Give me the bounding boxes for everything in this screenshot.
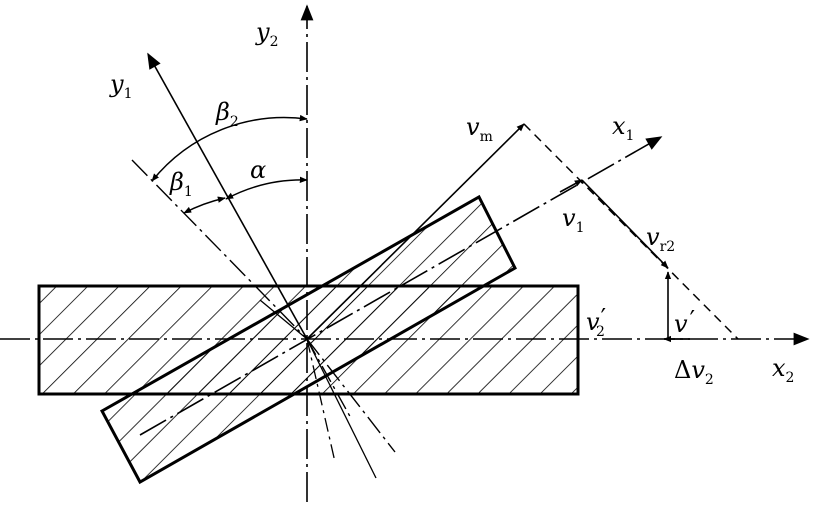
label-beta1: β1 <box>169 168 193 200</box>
alpha-arc <box>225 176 308 200</box>
label-v1: v1 <box>562 204 584 236</box>
vm-vector <box>306 123 525 340</box>
label-vr2: vr2 <box>646 223 675 255</box>
construction-line <box>306 338 377 479</box>
label-vm: vm <box>466 113 493 145</box>
label-beta2: β2 <box>215 98 239 130</box>
beta1-reference-extension <box>306 338 396 453</box>
label-y2: y2 <box>255 18 278 50</box>
label-x2: x2 <box>772 354 794 386</box>
y1-axis-extension <box>306 338 353 421</box>
vr2-vector <box>581 179 669 269</box>
label-delta-v2: Δv2 <box>674 356 714 388</box>
beta1-arc <box>183 196 226 214</box>
label-x1: x1 <box>612 112 634 144</box>
x1-axis <box>139 136 663 436</box>
beta1-reference-line <box>131 159 308 340</box>
label-y1: y1 <box>109 70 132 102</box>
vm-dashed-to-x2 <box>523 123 739 340</box>
label-alpha: α <box>250 156 266 184</box>
label-vprime: v′ <box>674 306 695 338</box>
label-v2prime: v′2 <box>586 304 606 340</box>
construction-line <box>306 338 336 463</box>
beta2-arc <box>151 114 308 182</box>
v1-vector <box>559 179 583 193</box>
construction-line <box>259 299 308 340</box>
